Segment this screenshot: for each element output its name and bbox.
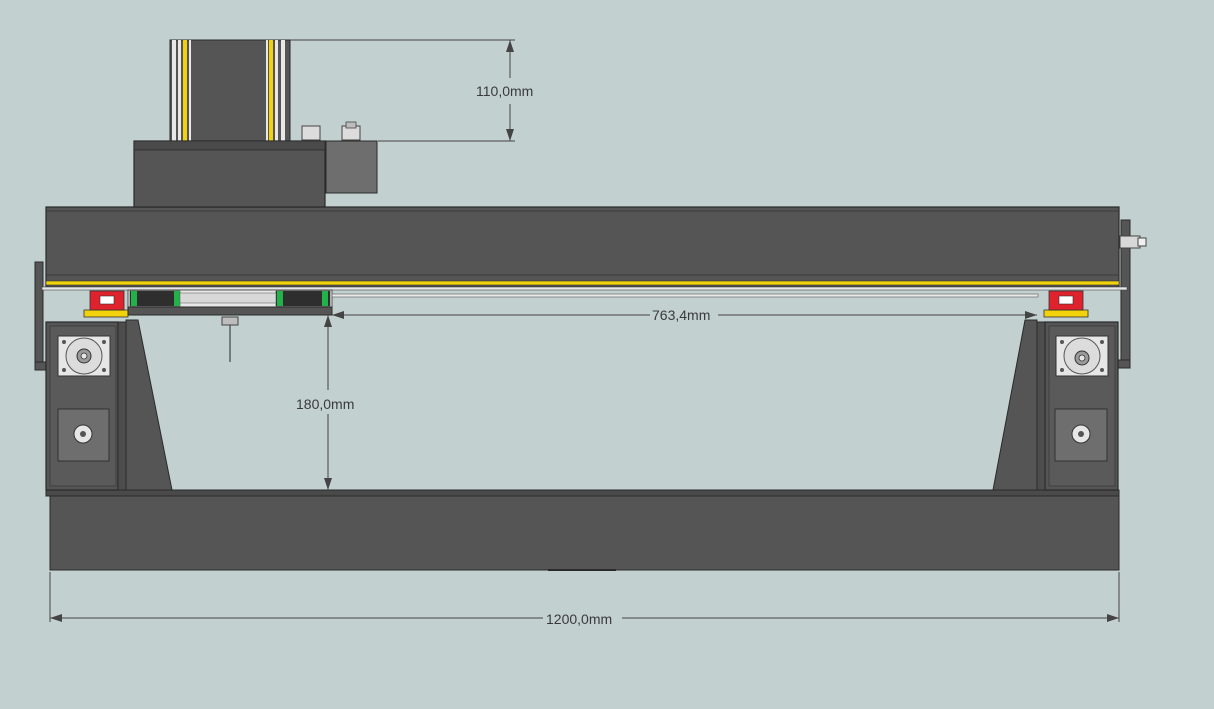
dimension-label-travel-width: 763,4mm: [652, 307, 710, 323]
right-bearing-block: [1055, 335, 1109, 377]
right-rail-block: [1043, 290, 1089, 318]
dimension-label-overall-width: 1200,0mm: [546, 611, 612, 627]
dimension-label-motor-height: 110,0mm: [476, 83, 533, 99]
dimension-motor-height: [290, 39, 515, 142]
left-bearing-block: [57, 335, 111, 377]
lead-screw: [331, 293, 1039, 298]
left-lower-mount: [57, 408, 110, 462]
left-rail-block: [83, 290, 129, 318]
gantry-beam: [41, 206, 1128, 291]
dimension-label-clearance-height: 180,0mm: [296, 396, 354, 412]
z-carriage-block: [133, 140, 326, 208]
dimension-clearance-height: [324, 315, 332, 490]
dimension-travel-width: [332, 311, 1037, 319]
x-carriage: [127, 289, 333, 316]
dimension-overall-width: [49, 572, 1120, 622]
spindle-motor: [169, 39, 291, 143]
base-beam: [45, 489, 1120, 571]
right-lower-mount: [1054, 408, 1108, 462]
spindle-tool: [221, 316, 239, 362]
left-side-assembly: [34, 261, 173, 491]
z-stepper-motor: [301, 121, 378, 194]
right-side-assembly: [992, 219, 1147, 491]
